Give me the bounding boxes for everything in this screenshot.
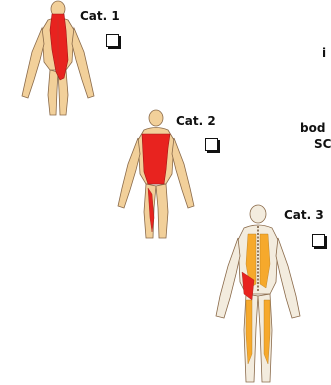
- category-checkbox-3[interactable]: [312, 234, 325, 247]
- category-label-3: Cat. 3: [284, 208, 324, 222]
- category-label-1: Cat. 1: [80, 9, 120, 23]
- category-label-2: Cat. 2: [176, 114, 216, 128]
- side-text-1: i: [322, 46, 326, 60]
- figure-cat-3: [208, 204, 308, 384]
- side-text-2: bod: [300, 121, 325, 135]
- side-text-3: SC: [314, 137, 331, 151]
- category-checkbox-1[interactable]: [106, 34, 119, 47]
- category-checkbox-2[interactable]: [205, 138, 218, 151]
